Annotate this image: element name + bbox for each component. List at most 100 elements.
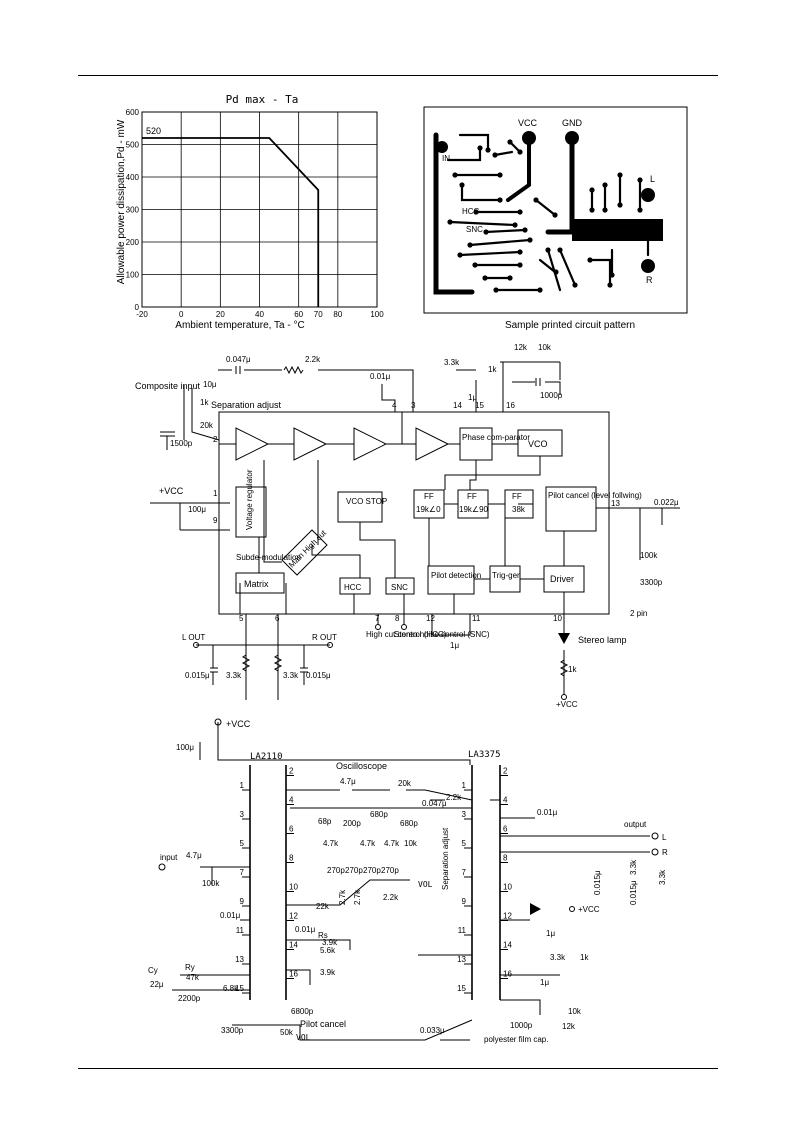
c68p-label: 68p [318, 817, 332, 826]
la2110-pin-number: 11 [236, 926, 245, 935]
r47k-a-label: 4.7k [323, 839, 339, 848]
pcb-pad [553, 269, 559, 275]
pcb-pad [492, 152, 498, 158]
pcb-pad [589, 187, 595, 193]
separation-adjust-test-label: Separation adjust [441, 827, 450, 890]
chart-x-tick-label: 80 [333, 310, 342, 319]
stereo-lamp-label: Stereo lamp [578, 635, 627, 645]
label-r1k: 1k [488, 365, 497, 374]
pcb-pad [497, 172, 503, 178]
pcb-pad [533, 197, 539, 203]
pin-9: 9 [213, 516, 218, 525]
amp-4 [415, 427, 450, 461]
pin-10: 10 [553, 614, 562, 623]
r50k-label: 50k [280, 1028, 294, 1037]
r47k-y-label: 47k [186, 973, 200, 982]
matrix-label: Matrix [244, 579, 269, 589]
pcb-pad [457, 252, 463, 258]
c1500p-symbol [160, 431, 175, 450]
pcb-pad [572, 282, 578, 288]
chart-y-label: Allowable power dissipation,Pd - mW [116, 119, 127, 284]
pcb-pad [477, 145, 483, 151]
pcb-pads [447, 139, 643, 293]
la3375-pin-number: 15 [457, 984, 466, 993]
c001-b-label: 0.01μ [220, 911, 241, 920]
pcb-trace [433, 132, 475, 295]
r22k-b-label: 2.2k [383, 893, 399, 902]
vco-label: VCO [528, 439, 548, 449]
pcb-traces [446, 133, 650, 292]
polyester-label: polyester film cap. [484, 1035, 548, 1044]
chart-x-label: Ambient temperature, Ta - °C [175, 320, 304, 331]
pcb-pad [507, 139, 513, 145]
c015-l-label: 0.015μ [185, 671, 210, 680]
hcc-control-label: High cut control (HCC) [366, 630, 447, 639]
ic1-label: LA2110 [250, 752, 283, 762]
snc-box [385, 577, 415, 595]
block-diagram: 0.047μ 2.2k 0.01μ 3.3k 1k 1μ 12k 10k 100… [135, 343, 680, 709]
vcc-led-terminal [569, 906, 575, 912]
r12k-test-label: 12k [562, 1022, 576, 1031]
pcb-trace [545, 135, 575, 235]
composite-input-label: Composite input [135, 381, 201, 391]
pin-13: 13 [611, 499, 620, 508]
r33k-c-label: 3.3k [550, 953, 566, 962]
la3375-pin-number: 7 [462, 868, 467, 877]
pcb-pad [507, 275, 513, 281]
pcb-pad [557, 247, 563, 253]
snc-terminal [401, 624, 407, 630]
c1000p-test-label: 1000p [510, 1021, 533, 1030]
label-c1000p: 1000p [540, 391, 563, 400]
pcb-pad [517, 209, 523, 215]
la3375-pin-number: 12 [503, 912, 512, 921]
c6800p-label: 6800p [291, 1007, 314, 1016]
ic2-label: LA3375 [468, 750, 501, 760]
la3375-pin-number: 13 [457, 955, 466, 964]
c001-b2-label: 0.01μ [295, 925, 316, 934]
pilot-cancel-label: Pilot cancel (level follwing) [548, 491, 642, 500]
pcb-pad [512, 222, 518, 228]
vcc-lamp-terminal [561, 694, 567, 700]
pcb-l-pad [641, 188, 655, 202]
pin-6: 6 [275, 614, 280, 623]
la2110-pin-number: 10 [289, 883, 298, 892]
r20k-test-label: 20k [398, 779, 412, 788]
output-r-label: R [662, 848, 668, 857]
pcb-r-label: R [646, 275, 653, 285]
r100k-test-label: 100k [202, 879, 220, 888]
la2110-pin-number: 8 [289, 854, 294, 863]
block-top-wires [183, 361, 561, 440]
chart-series-line [142, 137, 320, 307]
ic-outline [218, 411, 610, 615]
label-r22k: 2.2k [305, 355, 321, 364]
c680p-a-label: 680p [370, 810, 388, 819]
pin-7: 7 [375, 614, 380, 623]
c1u-a-label: 1μ [546, 929, 555, 938]
hcc-terminal [375, 624, 381, 630]
chart-x-tick-label: 0 [179, 310, 184, 319]
pcb-vcc-label: VCC [518, 118, 538, 128]
block-external-wires [196, 614, 565, 700]
chart-series [142, 137, 320, 307]
c270p-d-label: 270p [381, 866, 399, 875]
chart-x-tick-label: -20 [136, 310, 148, 319]
chart-axes [141, 111, 378, 308]
la3375-pin-number: 9 [462, 897, 467, 906]
r22k-net-label: 22k [316, 902, 330, 911]
label-r33k: 3.3k [444, 358, 460, 367]
r27k-a-label: 2.7k [338, 889, 347, 905]
amp-3 [353, 427, 388, 461]
chart-y-tick-label: 600 [126, 108, 140, 117]
snc-label: SNC [391, 583, 408, 592]
la2110-body [249, 765, 287, 1000]
output-l-terminal [651, 832, 659, 840]
la3375-pin-number: 2 [503, 767, 508, 776]
la3375-pin-number: 6 [503, 825, 508, 834]
trigger-label: Trig-ger [492, 571, 520, 580]
pcb-frame [423, 106, 688, 314]
voltage-regulator-label: Voltage regulator [245, 469, 254, 530]
chart-title: Pd max - Ta [226, 93, 299, 106]
